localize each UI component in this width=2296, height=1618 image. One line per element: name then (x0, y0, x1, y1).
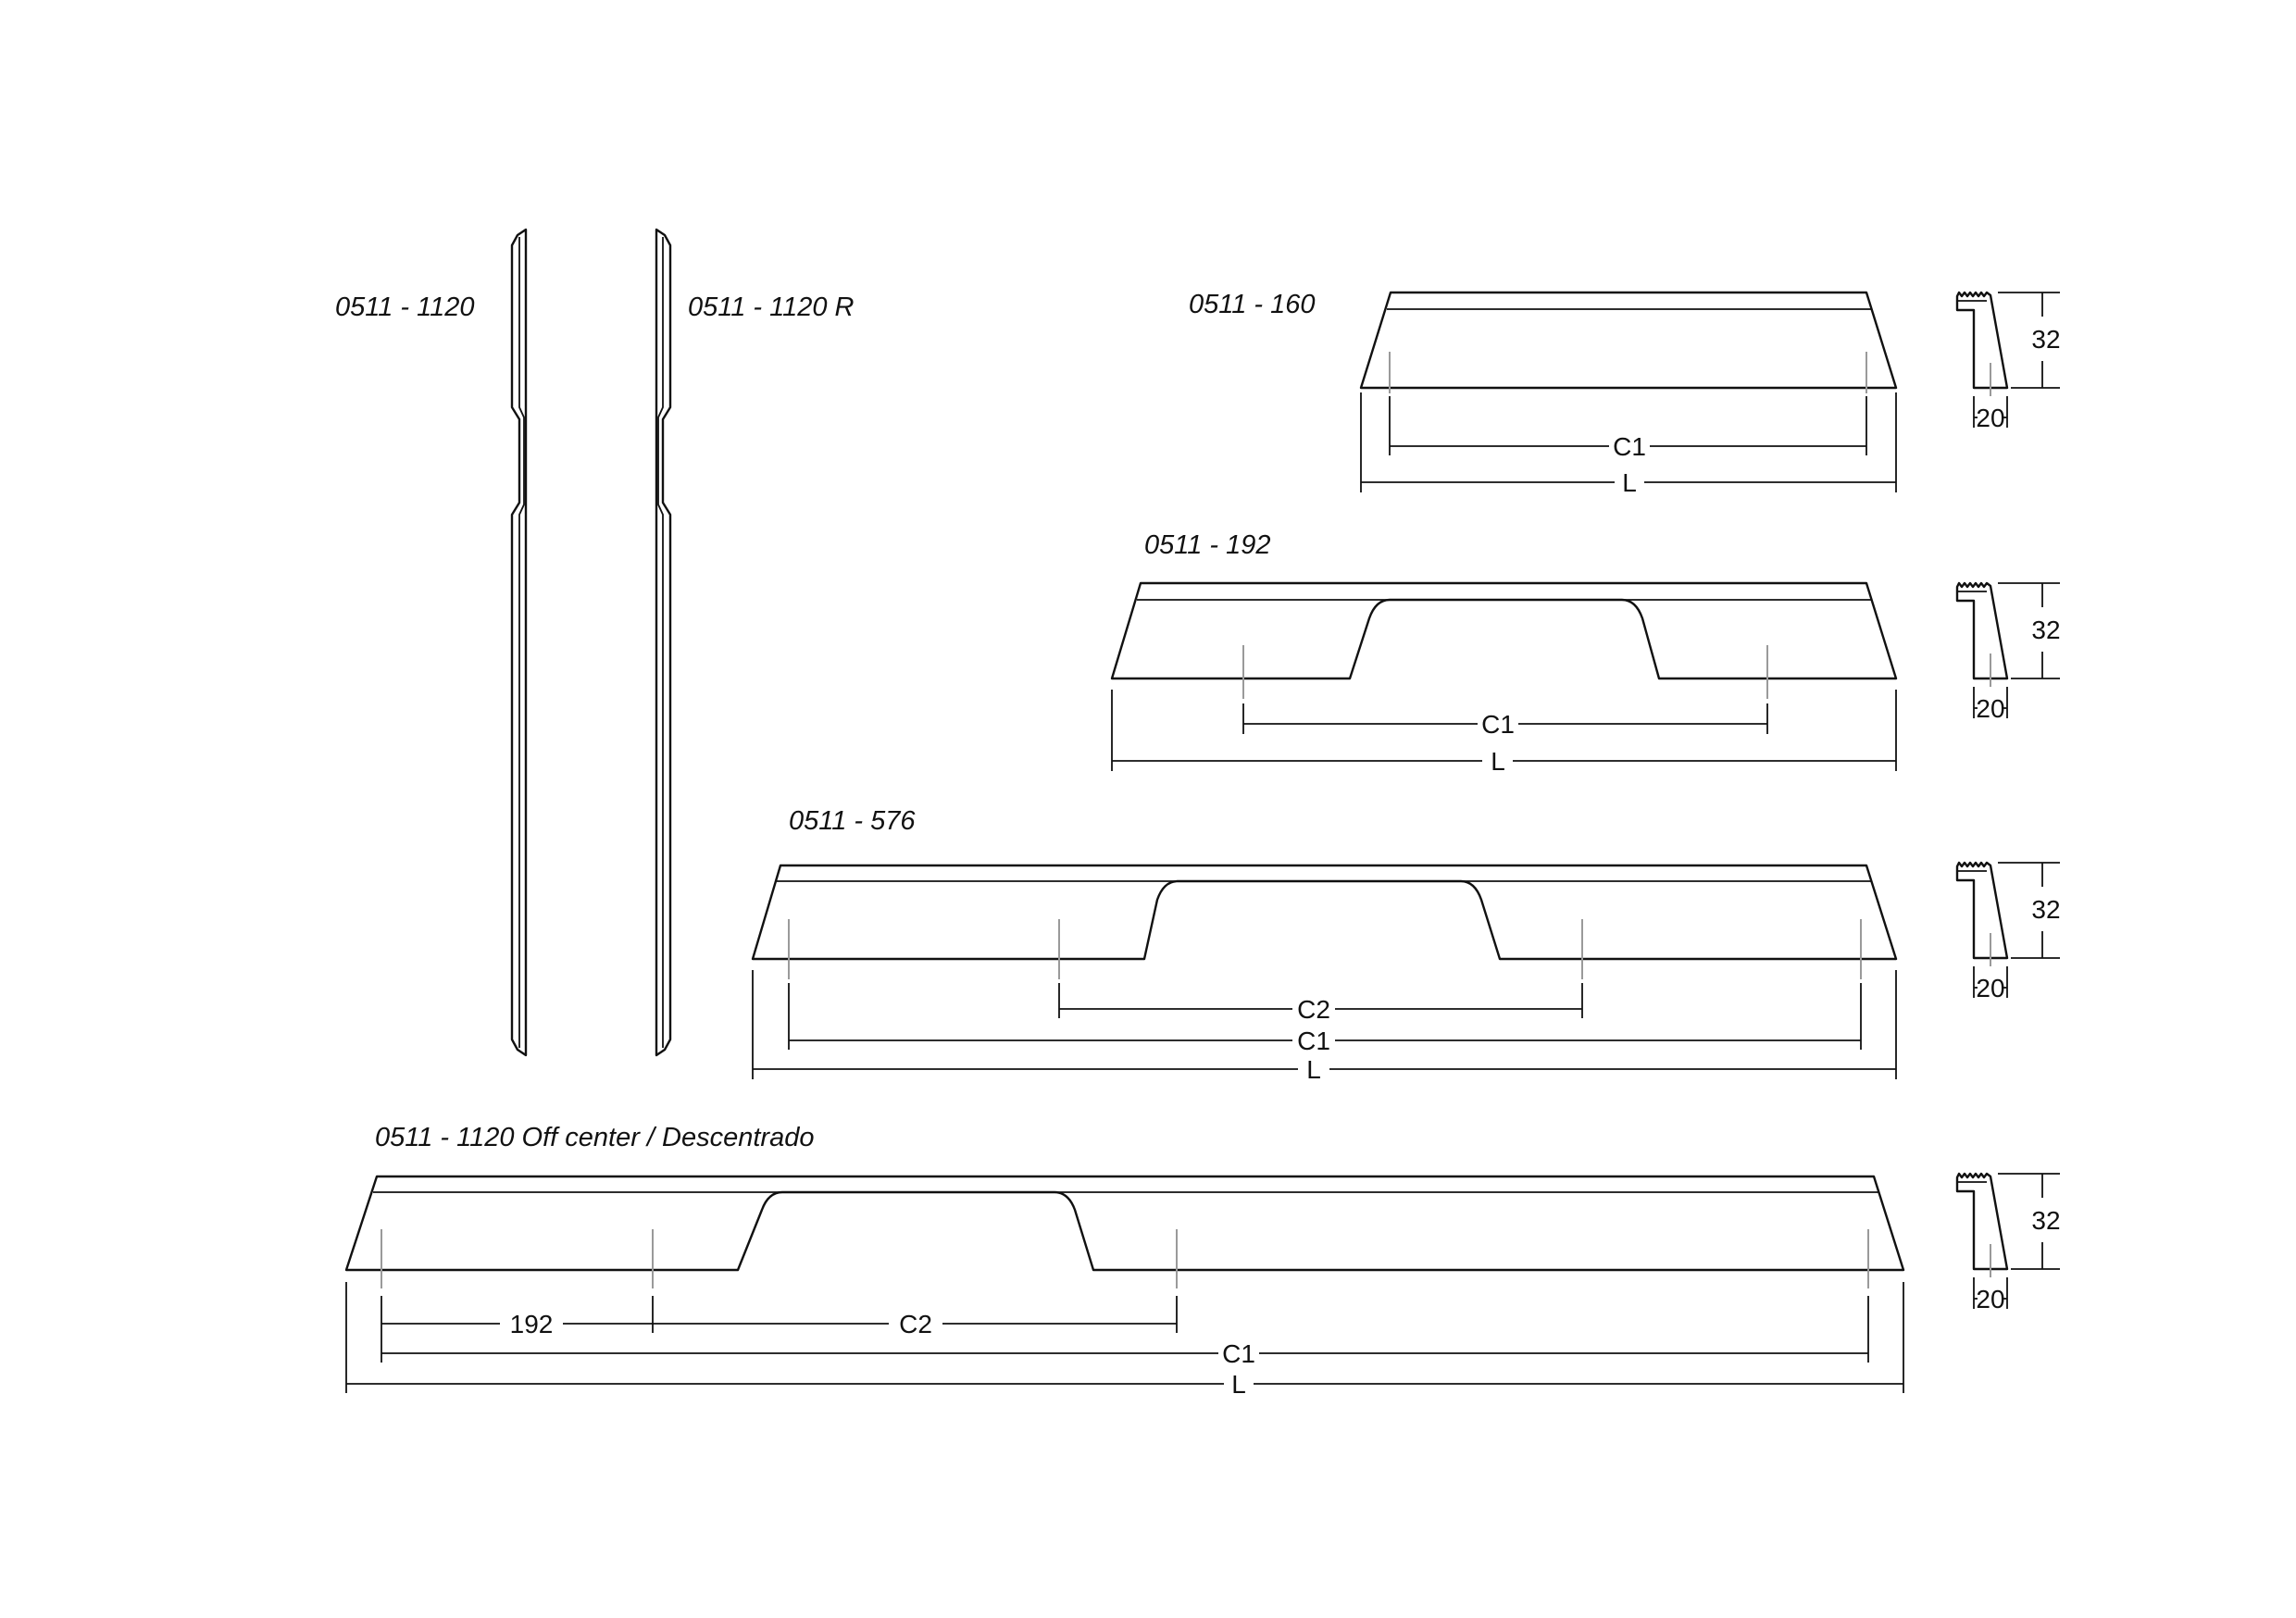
profile-section-1-outline (1955, 291, 2009, 390)
h160-l-label: L (1622, 468, 1637, 497)
profile-section-1-depth: 20 (1976, 404, 2004, 432)
h1120-l-label: L (1231, 1370, 1246, 1399)
profile-section-3-height: 32 (2031, 895, 2060, 924)
title-vertical-1120: 0511 - 1120 (335, 292, 475, 322)
profile-section-4-outline (1955, 1172, 2009, 1271)
profile-section-4-depth: 20 (1976, 1285, 2004, 1313)
h1120-offset-label: 192 (510, 1310, 554, 1338)
profile-section-3-outline (1955, 861, 2009, 960)
handle-192-outline (1110, 581, 1898, 680)
profile-section-4-height: 32 (2031, 1206, 2060, 1235)
h576-c1-label: C1 (1297, 1027, 1330, 1055)
title-h160: 0511 - 160 (1189, 290, 1316, 319)
h1120-c1-label: C1 (1222, 1339, 1255, 1368)
profile-section-2-depth: 20 (1976, 694, 2004, 723)
handle-1120-off-outline (344, 1175, 1905, 1272)
profile-section-1: 32 20 (1955, 291, 2061, 432)
title-h192: 0511 - 192 (1144, 530, 1271, 560)
profile-section-2: 32 20 (1955, 581, 2061, 723)
h192-c1-label: C1 (1481, 710, 1515, 739)
title-vertical-1120-r: 0511 - 1120 R (688, 292, 855, 322)
vertical-handle-1120-outline (510, 228, 528, 1057)
handle-192: 0511 - 192 C1 L (1110, 530, 1898, 776)
h576-c2-label: C2 (1297, 995, 1330, 1024)
profile-section-4: 32 20 (1955, 1172, 2061, 1313)
profile-section-3-depth: 20 (1976, 974, 2004, 1002)
handle-576: 0511 - 576 C2 C1 L (751, 806, 1898, 1084)
vertical-handle-1120: 0511 - 1120 (335, 228, 528, 1057)
vertical-handle-1120-r-inner (657, 237, 664, 1048)
profile-section-1-height: 32 (2031, 325, 2060, 354)
vertical-handle-1120-inner (518, 237, 525, 1048)
h1120-c2-label: C2 (899, 1310, 932, 1338)
handle-160: 0511 - 160 C1 L (1189, 290, 1898, 497)
title-h1120-off: 0511 - 1120 Off center / Descentrado (375, 1123, 814, 1152)
title-h576: 0511 - 576 (789, 806, 916, 836)
profile-section-3: 32 20 (1955, 861, 2061, 1002)
h160-c1-label: C1 (1613, 432, 1646, 461)
handle-160-outline (1359, 291, 1898, 390)
vertical-handle-1120-r-outline (655, 228, 672, 1057)
handle-576-outline (751, 864, 1898, 961)
handle-1120-off-center: 0511 - 1120 Off center / Descentrado 192… (344, 1123, 1905, 1399)
h576-l-label: L (1306, 1055, 1321, 1084)
h192-l-label: L (1491, 747, 1505, 776)
vertical-handle-1120-r: 0511 - 1120 R (655, 228, 855, 1057)
profile-section-2-height: 32 (2031, 616, 2060, 644)
profile-section-2-outline (1955, 581, 2009, 680)
